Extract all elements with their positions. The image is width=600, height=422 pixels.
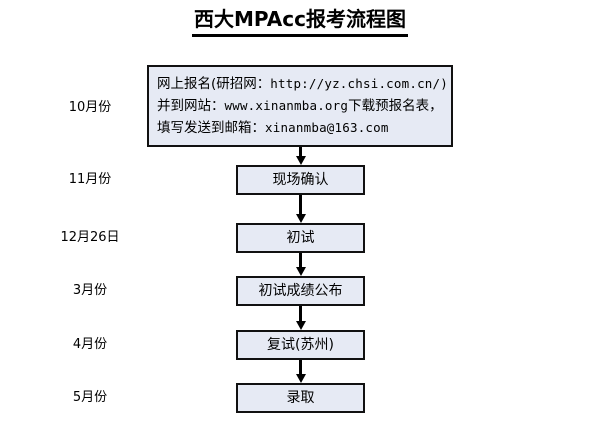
application-line-3-cjk: 填写发送到邮箱：	[157, 120, 265, 136]
arrow-stem	[299, 360, 302, 374]
flow-node-preliminary-exam-label: 初试	[286, 229, 315, 246]
application-line-3-email: xinanmba@163.com	[265, 120, 389, 135]
arrow-stem	[299, 253, 302, 267]
timeline-label-april: 4月份	[72, 337, 108, 352]
application-line-2-cjk-b: 下载预报名表，	[348, 98, 443, 114]
flow-node-second-interview-label: 复试(苏州)	[267, 336, 334, 353]
application-line-1: 网上报名(研招网：http://yz.chsi.com.cn/)	[157, 73, 448, 95]
application-line-1-cjk: 网上报名(研招网：	[157, 76, 271, 92]
title-area: 西大MPAcc报考流程图	[0, 6, 600, 37]
arrow-down-icon	[296, 253, 306, 276]
application-line-2: 并到网站：www.xinanmba.org下载预报名表，	[157, 95, 448, 117]
arrow-head	[296, 156, 306, 165]
flow-node-score-announcement[interactable]: 初试成绩公布	[236, 276, 365, 306]
application-line-1-url: http://yz.chsi.com.cn/)	[270, 76, 448, 91]
flow-node-score-announcement-label: 初试成绩公布	[258, 282, 343, 299]
timeline-label-october: 10月份	[68, 100, 112, 115]
flow-node-onsite-confirmation[interactable]: 现场确认	[236, 165, 365, 195]
page-title: 西大MPAcc报考流程图	[192, 6, 408, 37]
flow-node-second-interview[interactable]: 复试(苏州)	[236, 330, 365, 360]
arrow-down-icon	[296, 147, 306, 165]
timeline-label-november: 11月份	[68, 172, 112, 187]
application-line-3: 填写发送到邮箱：xinanmba@163.com	[157, 117, 448, 139]
arrow-head	[296, 267, 306, 276]
flow-node-admission-label: 录取	[286, 389, 315, 406]
arrow-head	[296, 214, 306, 223]
arrow-down-icon	[296, 195, 306, 223]
timeline-label-march: 3月份	[72, 283, 108, 298]
arrow-head	[296, 374, 306, 383]
flow-node-online-application[interactable]: 网上报名(研招网：http://yz.chsi.com.cn/) 并到网站：ww…	[147, 65, 453, 147]
application-line-2-url: www.xinanmba.org	[224, 98, 349, 113]
arrow-stem	[299, 306, 302, 321]
timeline-label-may: 5月份	[72, 390, 108, 405]
timeline-label-december-26: 12月26日	[60, 230, 120, 245]
arrow-head	[296, 321, 306, 330]
application-line-2-cjk-a: 并到网站：	[157, 98, 225, 114]
arrow-stem	[299, 147, 302, 156]
flow-node-onsite-confirmation-label: 现场确认	[272, 171, 329, 188]
arrow-down-icon	[296, 306, 306, 330]
arrow-stem	[299, 195, 302, 214]
flow-node-admission[interactable]: 录取	[236, 383, 365, 413]
arrow-down-icon	[296, 360, 306, 383]
flow-node-preliminary-exam[interactable]: 初试	[236, 223, 365, 253]
flow-node-online-application-text: 网上报名(研招网：http://yz.chsi.com.cn/) 并到网站：ww…	[157, 73, 448, 139]
